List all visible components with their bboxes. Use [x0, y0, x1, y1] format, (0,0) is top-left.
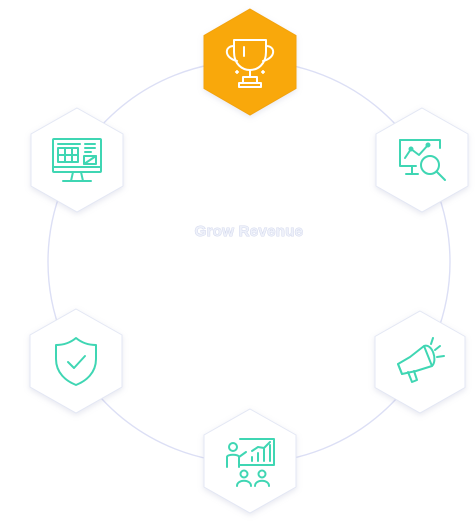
- analytics-magnifier-icon: [399, 139, 446, 181]
- node-trophy[interactable]: [203, 8, 297, 116]
- node-shield[interactable]: [29, 308, 123, 414]
- node-megaphone[interactable]: [374, 310, 466, 414]
- cycle-ring: [47, 60, 451, 464]
- hexagon-badge: [203, 8, 297, 116]
- presentation-audience-icon: [226, 438, 275, 487]
- monitor-dashboard-icon: [52, 138, 102, 182]
- megaphone-icon: [397, 337, 445, 383]
- trophy-icon: [225, 39, 275, 88]
- node-dashboard[interactable]: [30, 107, 124, 213]
- node-analytics[interactable]: [375, 107, 469, 213]
- hexagon-badge: [29, 308, 123, 414]
- hexagon-badge: [374, 310, 466, 414]
- center-title: Grow Revenue: [195, 223, 304, 240]
- shield-check-icon: [55, 337, 97, 386]
- node-presentation[interactable]: [203, 408, 297, 514]
- hexagon-badge: [203, 408, 297, 514]
